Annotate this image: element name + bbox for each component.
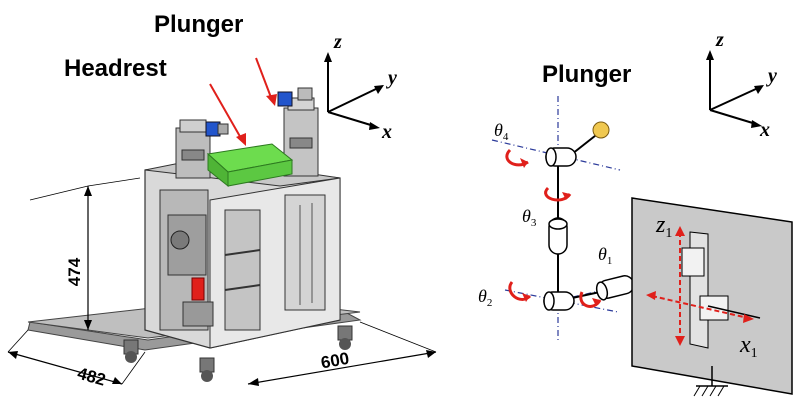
theta-1-label: θ1 (598, 244, 612, 267)
joint-cylinder-4 (545, 147, 577, 167)
dimension-height: 474 (29, 177, 141, 330)
plunger-ball (592, 121, 610, 139)
dimension-width: 600 (247, 321, 437, 386)
headrest-pointer-arrow (209, 83, 246, 146)
dim-474-label: 474 (65, 257, 84, 286)
cart-wheel (337, 325, 353, 350)
z1-label: z1 (655, 212, 672, 241)
plunger-pointer-arrow (255, 57, 277, 106)
wall-plate (631, 197, 793, 397)
axis-z-label-left: z (333, 31, 342, 53)
x1-label: x1 (739, 332, 758, 361)
axes-triad-right: z y x (706, 29, 777, 141)
dim-600-label: 600 (319, 349, 350, 373)
theta-3-label: θ3 (522, 206, 537, 229)
cart-wheel (199, 357, 215, 382)
joint-cylinder-2 (543, 291, 575, 311)
headrest (206, 143, 294, 188)
plunger-label-left: Plunger (154, 11, 243, 38)
left-tower (175, 119, 229, 179)
dim-482-label: 482 (75, 364, 108, 390)
theta-4-label: θ4 (494, 120, 509, 143)
axes-triad-left: z y x (324, 31, 397, 143)
theta-2-label: θ2 (478, 286, 492, 309)
robot-cart-illustration (27, 87, 362, 382)
plunger-label-right: Plunger (542, 61, 631, 88)
axis-y-label-left: y (386, 67, 397, 89)
joint-cylinder-1 (595, 275, 635, 301)
joint-cylinder-3 (548, 217, 568, 255)
rotation-arrowheads (520, 158, 600, 306)
axis-y-label-right: y (766, 65, 777, 87)
axis-x-label-right: x (759, 119, 770, 141)
headrest-label: Headrest (64, 55, 167, 82)
axis-z-label-right: z (715, 29, 724, 51)
cart-wheel (123, 339, 139, 363)
right-tower (277, 87, 319, 177)
axis-x-label-left: x (381, 121, 392, 143)
